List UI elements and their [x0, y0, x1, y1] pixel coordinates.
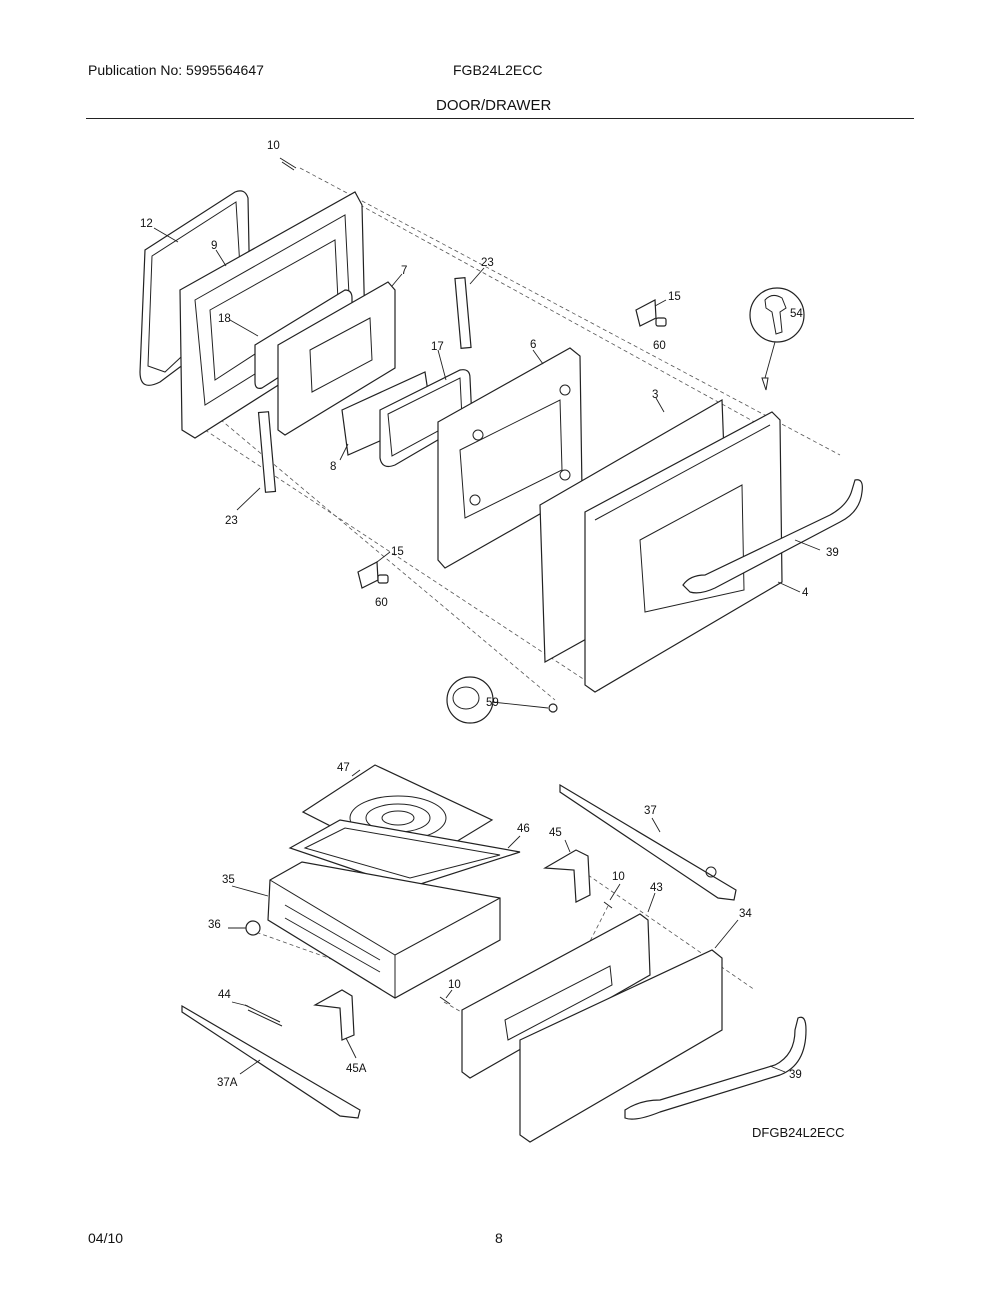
- part-59-foot-detail: [446, 676, 558, 724]
- callout-54: 54: [790, 308, 803, 320]
- callout-35: 35: [222, 874, 235, 886]
- part-36-roller: [245, 920, 261, 936]
- part-4-outer-door-panel: [584, 411, 783, 693]
- callout-43: 43: [650, 882, 663, 894]
- part-23-hinge-lower: [257, 411, 277, 493]
- callout-10-drawer-lower: 10: [448, 979, 461, 991]
- callout-labels: 10 12 9 7 18 23 15 60 54 17 6 3 8 23 39 …: [140, 140, 839, 1089]
- part-39-drawer-handle: [624, 1016, 807, 1120]
- part-39-door-handle: [682, 479, 863, 594]
- callout-59: 59: [486, 697, 499, 709]
- callout-17: 17: [431, 341, 444, 353]
- callout-45a: 45A: [346, 1063, 367, 1075]
- part-45a-slide-bracket: [313, 989, 355, 1041]
- callout-7: 7: [401, 265, 407, 277]
- callout-4: 4: [802, 587, 809, 599]
- callout-34: 34: [739, 908, 752, 920]
- callout-6: 6: [530, 339, 536, 351]
- callout-23-upper: 23: [481, 257, 494, 269]
- callout-15-upper: 15: [668, 291, 681, 303]
- part-7-inner-glass-pack: [277, 281, 396, 436]
- part-60-bumper-lower: [377, 574, 389, 584]
- part-10-screw: [279, 157, 297, 171]
- publication-number: Publication No: 5995564647: [88, 62, 264, 78]
- callout-39-upper: 39: [826, 547, 839, 559]
- part-34-drawer-front-panel: [519, 949, 723, 1143]
- part-54-screw-detail: [749, 287, 805, 391]
- part-60-bumper: [655, 317, 667, 327]
- callout-37a: 37A: [217, 1077, 238, 1089]
- diagram-code: DFGB24L2ECC: [752, 1125, 845, 1140]
- callout-8: 8: [330, 461, 336, 473]
- part-45-slide-bracket: [543, 849, 591, 903]
- part-43-drawer-inner-front: [461, 913, 651, 1079]
- callout-9: 9: [211, 240, 217, 252]
- header-rule: [86, 118, 914, 119]
- callout-60-lower: 60: [375, 597, 388, 609]
- callout-12: 12: [140, 218, 153, 230]
- callout-23-lower: 23: [225, 515, 238, 527]
- part-37-drawer-slide: [559, 783, 737, 901]
- callout-45: 45: [549, 827, 562, 839]
- callout-46: 46: [517, 823, 530, 835]
- callout-3: 3: [652, 389, 658, 401]
- section-title: DOOR/DRAWER: [436, 97, 552, 114]
- part-10-screw-drawer: [439, 901, 613, 1005]
- model-number: FGB24L2ECC: [453, 62, 543, 78]
- callout-10: 10: [267, 140, 280, 152]
- callout-15-lower: 15: [391, 546, 404, 558]
- part-44-slide-clip: [244, 1004, 283, 1027]
- page-number: 8: [495, 1230, 503, 1246]
- callout-18: 18: [218, 313, 231, 325]
- part-15-door-switch-bracket: [635, 299, 657, 327]
- callout-60-upper: 60: [653, 340, 666, 352]
- leader-lines-door: [153, 227, 821, 593]
- callout-37: 37: [644, 805, 657, 817]
- callout-44: 44: [218, 989, 231, 1001]
- callout-47: 47: [337, 762, 350, 774]
- part-35-drawer-body: [267, 861, 501, 999]
- callout-36: 36: [208, 919, 221, 931]
- footer-date: 04/10: [88, 1230, 124, 1246]
- callout-10-drawer-upper: 10: [612, 871, 625, 883]
- leader-lines-drawer: [228, 769, 786, 1075]
- part-15-door-bracket-lower: [357, 561, 379, 589]
- part-37a-drawer-slide: [181, 1004, 361, 1119]
- part-23-hinge-upper: [454, 277, 472, 349]
- callout-39-lower: 39: [789, 1069, 802, 1081]
